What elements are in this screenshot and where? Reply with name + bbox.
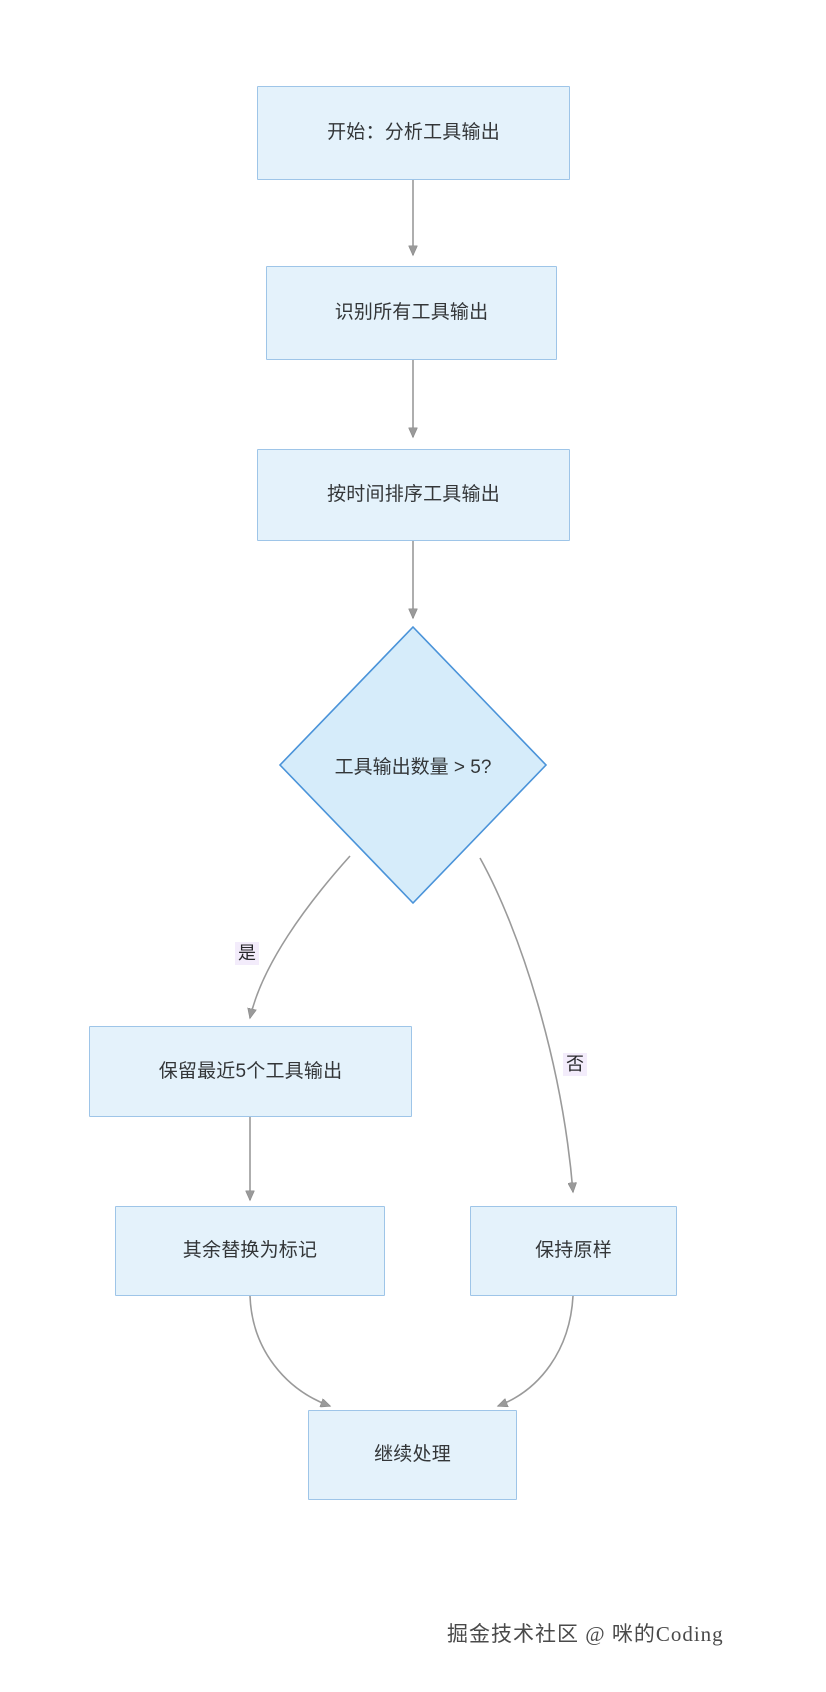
- node-keep-recent-5-label: 保留最近5个工具输出: [158, 1060, 343, 1082]
- edge-label-no: 否: [563, 1053, 587, 1076]
- edge-asis-to-continue: [498, 1295, 574, 1406]
- node-keep-as-is[interactable]: 保持原样: [470, 1206, 677, 1296]
- node-continue[interactable]: 继续处理: [308, 1410, 517, 1500]
- node-keep-recent-5[interactable]: 保留最近5个工具输出: [89, 1026, 412, 1117]
- node-start[interactable]: 开始：分析工具输出: [257, 86, 570, 180]
- node-continue-label: 继续处理: [374, 1444, 451, 1466]
- node-decision[interactable]: 工具输出数量 > 5?: [280, 627, 546, 903]
- node-sort[interactable]: 按时间排序工具输出: [257, 449, 570, 541]
- node-replace-rest-label: 其余替换为标记: [182, 1240, 318, 1262]
- watermark: 掘金技术社区 @ 咪的Coding: [447, 1622, 724, 1646]
- node-identify-label: 识别所有工具输出: [334, 302, 489, 324]
- node-decision-label: 工具输出数量 > 5?: [334, 756, 492, 778]
- edge-replace-to-continue: [249, 1295, 330, 1406]
- edge-decide-to-asis: [479, 857, 573, 1192]
- node-start-label: 开始：分析工具输出: [327, 122, 500, 144]
- node-identify[interactable]: 识别所有工具输出: [266, 266, 557, 360]
- node-keep-as-is-label: 保持原样: [535, 1240, 612, 1262]
- edge-label-yes: 是: [235, 942, 259, 965]
- node-replace-rest[interactable]: 其余替换为标记: [115, 1206, 385, 1296]
- node-sort-label: 按时间排序工具输出: [327, 484, 500, 506]
